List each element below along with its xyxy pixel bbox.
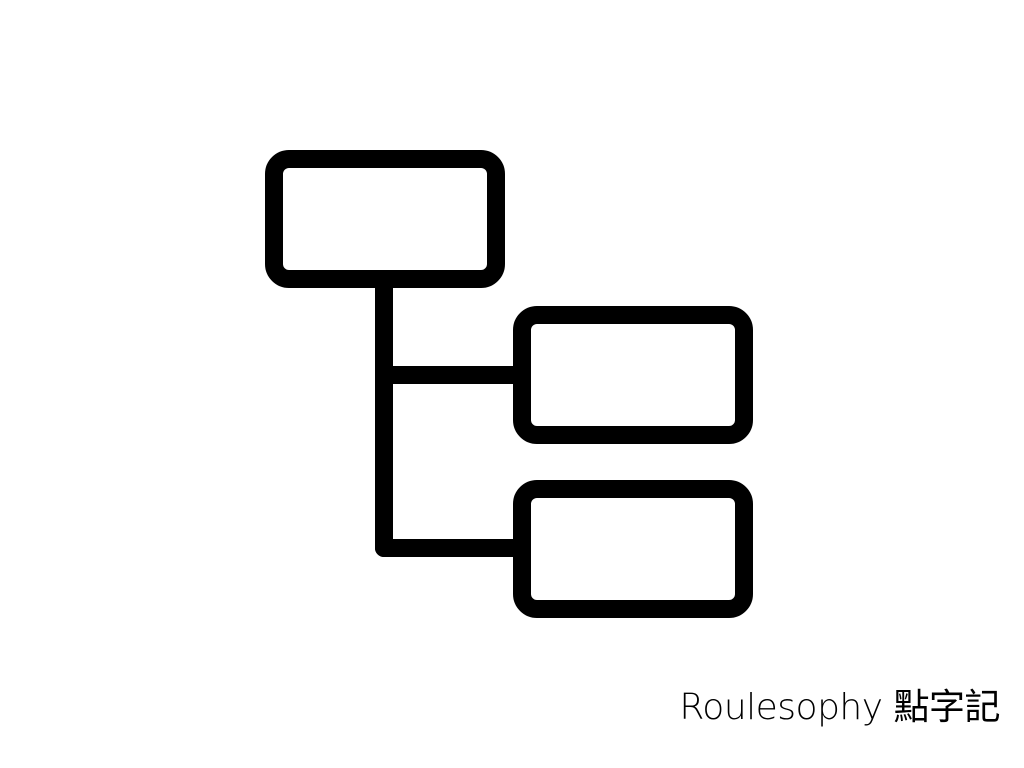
parent-node (265, 150, 505, 288)
watermark-text: Roulesophy 點字記 (679, 687, 1000, 728)
connector-lines (375, 276, 531, 557)
child-node-1 (513, 306, 753, 444)
child-node-2 (513, 480, 753, 618)
